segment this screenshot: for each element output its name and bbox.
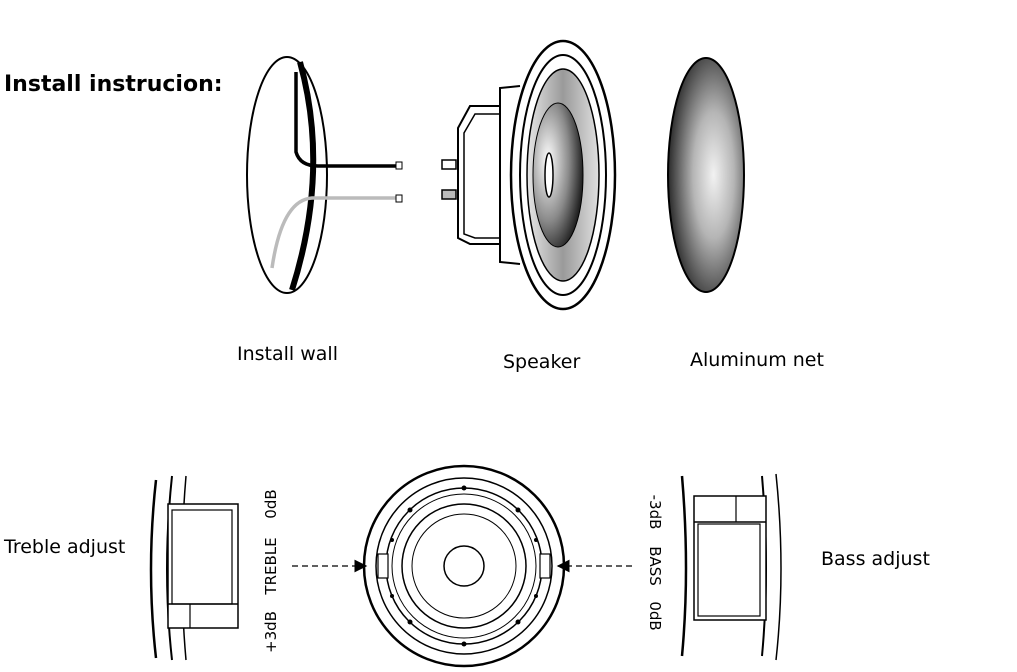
bass-scale-max: 0dB [646, 601, 664, 630]
aluminum-net-label: Aluminum net [690, 349, 824, 371]
bass-scale-min: -3dB [646, 495, 664, 530]
treble-scale: +3dB TREBLE 0dB [262, 489, 280, 653]
treble-adjust-label: Treble adjust [4, 536, 126, 558]
aluminum-net-illustration [667, 57, 745, 293]
speaker-front-view [362, 464, 566, 668]
treble-scale-name: TREBLE [262, 537, 280, 595]
install-wall-illustration [246, 56, 403, 294]
speaker-illustration [441, 39, 617, 311]
bass-scale-name: BASS [646, 546, 664, 586]
speaker-label: Speaker [503, 351, 581, 373]
install-wall-label: Install wall [237, 343, 338, 365]
bass-adjust-label: Bass adjust [821, 548, 930, 570]
treble-adjust-illustration [149, 475, 239, 661]
treble-scale-min: +3dB [262, 611, 280, 653]
page-title: Install instrucion: [4, 72, 223, 97]
bass-adjust-illustration [680, 473, 782, 661]
bass-scale: -3dB BASS 0dB [646, 495, 664, 631]
treble-scale-max: 0dB [262, 489, 280, 518]
